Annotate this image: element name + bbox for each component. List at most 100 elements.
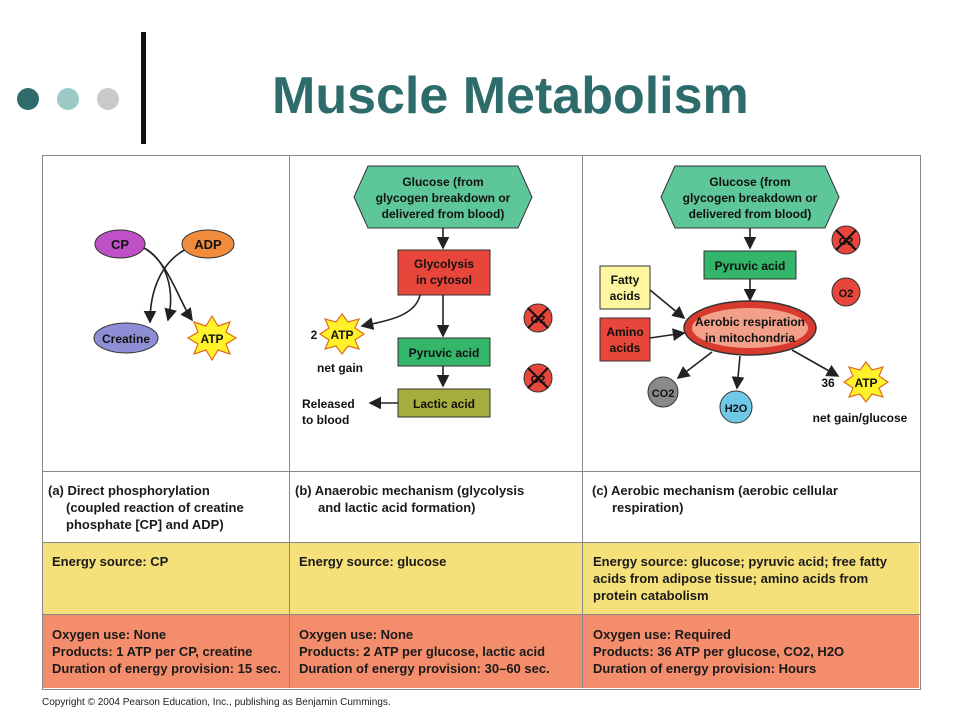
cross-c1b xyxy=(835,229,857,251)
net-gain-c: net gain/glucose xyxy=(813,411,908,425)
caption-c: (c) Aerobic mechanism (aerobic cellular … xyxy=(592,482,912,516)
glucose-c-line3: delivered from blood) xyxy=(689,207,812,221)
atp-label-c: ATP xyxy=(854,376,877,390)
energy-source-b: Energy source: glucose xyxy=(299,554,447,569)
cp-node xyxy=(94,229,146,259)
energy-c-line3: protein catabolism xyxy=(593,588,709,603)
glucose-b-line1: Glucose (from xyxy=(402,175,483,189)
lactic-label: Lactic acid xyxy=(413,397,475,411)
creatine-node xyxy=(93,322,159,354)
caption-b-line2: and lactic acid formation) xyxy=(318,500,476,515)
oxygen-b-line2: Products: 2 ATP per glucose, lactic acid xyxy=(299,644,546,659)
oxygen-use-c: Oxygen use: Required Products: 36 ATP pe… xyxy=(593,626,917,677)
arrow-adp-to-creatine xyxy=(143,247,189,324)
oxygen-c-line1: Oxygen use: Required xyxy=(593,627,731,642)
caption-c-line2: respiration) xyxy=(612,500,684,515)
oxygen-b-line3: Duration of energy provision: 30–60 sec. xyxy=(299,661,550,676)
o2-node-c xyxy=(831,277,861,307)
cross-b2b xyxy=(527,367,549,389)
glycolysis-line2: in cytosol xyxy=(416,273,472,287)
bullet-dot-mid xyxy=(57,88,79,110)
row-divider-energy xyxy=(42,542,920,543)
oxygen-b-line1: Oxygen use: None xyxy=(299,627,414,642)
h2o-label: H2O xyxy=(725,403,748,415)
released-line2: to blood xyxy=(302,413,349,427)
co2-label: CO2 xyxy=(652,388,675,400)
aerobic-line2: in mitochondria xyxy=(705,331,795,345)
co2-node xyxy=(647,376,679,408)
pyruvic-label-b: Pyruvic acid xyxy=(409,346,480,360)
arrow-aerobic-to-atp xyxy=(791,349,840,377)
caption-b-line1: (b) Anaerobic mechanism (glycolysis xyxy=(295,483,525,498)
pyruvic-label-c: Pyruvic acid xyxy=(715,259,786,273)
glucose-c-line2: glycogen breakdown or xyxy=(683,191,818,205)
glucose-b-line3: delivered from blood) xyxy=(382,207,505,221)
glucose-c-line1: Glucose (from xyxy=(709,175,790,189)
atp-count-c: 36 xyxy=(821,376,835,390)
arrow-cp-to-atp xyxy=(139,245,193,322)
amino-acids-box xyxy=(599,317,651,362)
caption-a-line2: (coupled reaction of creatine xyxy=(66,500,244,515)
atp-label-b: ATP xyxy=(330,328,353,342)
atp-star-c xyxy=(842,361,890,403)
fatty-line2: acids xyxy=(610,289,641,303)
amino-line1: Amino xyxy=(606,325,643,339)
glycolysis-line1: Glycolysis xyxy=(414,257,474,271)
caption-a-line1: (a) Direct phosphorylation xyxy=(48,483,210,498)
oxygen-a-line3: Duration of energy provision: 15 sec. xyxy=(52,661,281,676)
column-divider-2 xyxy=(582,155,583,688)
oxygen-use-band xyxy=(43,615,919,688)
bullet-dot-dark xyxy=(17,88,39,110)
pyruvic-box-b xyxy=(397,337,491,367)
oxygen-use-b: Oxygen use: None Products: 2 ATP per glu… xyxy=(299,626,581,677)
amino-line2: acids xyxy=(610,341,641,355)
column-divider-1 xyxy=(289,155,290,688)
slide-title: Muscle Metabolism xyxy=(272,67,749,125)
arrow-aerobic-to-co2 xyxy=(676,351,713,379)
caption-c-line1: (c) Aerobic mechanism (aerobic cellular xyxy=(592,483,838,498)
energy-source-a: Energy source: CP xyxy=(52,554,169,569)
arrow-glycolysis-to-atp xyxy=(360,294,421,330)
arrow-aerobic-to-h2o xyxy=(731,355,745,390)
energy-c-line1: Energy source: glucose; pyruvic acid; fr… xyxy=(593,554,888,569)
net-gain-b: net gain xyxy=(317,361,363,375)
oxygen-a-line1: Oxygen use: None xyxy=(52,627,167,642)
caption-a: (a) Direct phosphorylation (coupled reac… xyxy=(48,482,288,533)
glucose-hexagon-b xyxy=(353,165,533,229)
cross-b1b xyxy=(527,307,549,329)
aerobic-line1: Aerobic respiration xyxy=(695,315,805,329)
atp-label-a: ATP xyxy=(200,332,223,346)
title-divider-bar xyxy=(141,32,146,144)
energy-c-line2: acids from adipose tissue; amino acids f… xyxy=(593,571,869,586)
arrow-amino-to-aerobic xyxy=(649,328,686,341)
atp-star-a xyxy=(186,314,238,362)
atp-count-b: 2 xyxy=(311,328,318,342)
bullet-dot-light xyxy=(97,88,119,110)
adp-label: ADP xyxy=(194,237,222,252)
released-line1: Released xyxy=(302,397,355,411)
creatine-label: Creatine xyxy=(102,332,150,346)
lactic-box xyxy=(397,388,491,418)
oxygen-use-a: Oxygen use: None Products: 1 ATP per CP,… xyxy=(52,626,288,677)
energy-source-band xyxy=(43,542,919,614)
oxygen-c-line3: Duration of energy provision: Hours xyxy=(593,661,817,676)
adp-node xyxy=(181,229,235,259)
oxygen-c-line2: Products: 36 ATP per glucose, CO2, H2O xyxy=(593,644,845,659)
copyright-notice: Copyright © 2004 Pearson Education, Inc.… xyxy=(42,697,391,708)
row-divider-caption xyxy=(42,471,920,472)
mitochondrion-inner xyxy=(692,308,808,348)
fatty-acids-box xyxy=(599,265,651,310)
caption-b: (b) Anaerobic mechanism (glycolysis and … xyxy=(295,482,580,516)
row-divider-oxygen xyxy=(42,614,920,615)
atp-star-b xyxy=(318,313,366,355)
glucose-b-line2: glycogen breakdown or xyxy=(376,191,511,205)
h2o-node xyxy=(719,390,753,424)
energy-source-c: Energy source: glucose; pyruvic acid; fr… xyxy=(593,553,917,604)
glucose-hexagon-c xyxy=(660,165,840,229)
cp-label: CP xyxy=(111,237,129,252)
fatty-line1: Fatty xyxy=(611,273,640,287)
arrow-fatty-to-aerobic xyxy=(649,289,686,320)
oxygen-a-line2: Products: 1 ATP per CP, creatine xyxy=(52,644,253,659)
glycolysis-box xyxy=(397,249,491,296)
